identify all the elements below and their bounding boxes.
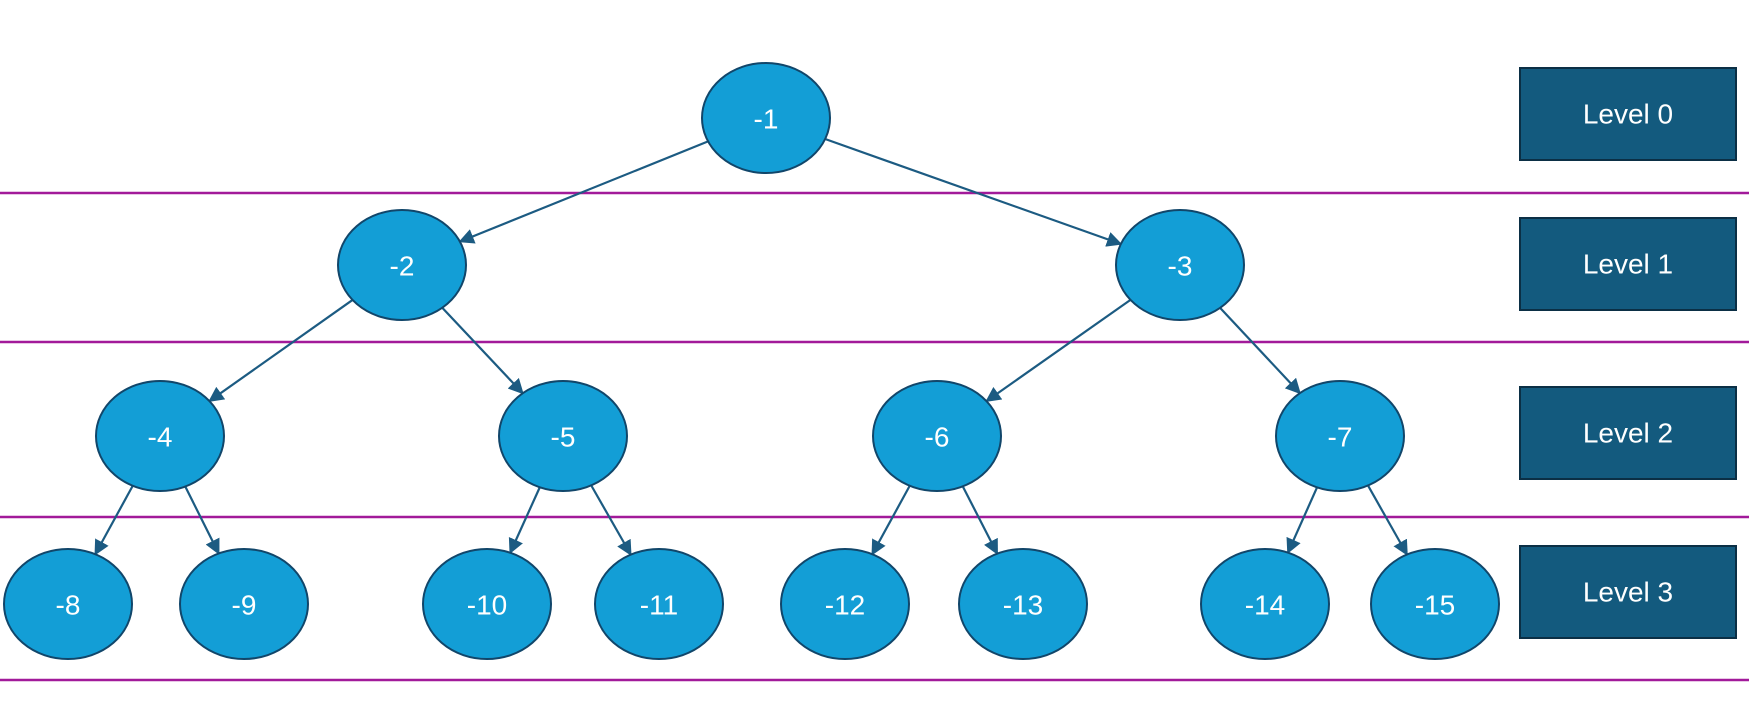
level-box-rect [1519,67,1737,161]
tree-node-n4: -4 [95,380,225,492]
node-label: -2 [390,251,415,282]
tree-node-n5: -5 [498,380,628,492]
tree-node-n1: -1 [701,62,831,174]
tree-node-n11: -11 [594,548,724,660]
tree-node-n6: -6 [872,380,1002,492]
node-label: -13 [1003,590,1043,621]
node-label: -4 [148,422,173,453]
tree-node-n7: -7 [1275,380,1405,492]
node-label: -10 [467,590,507,621]
node-ellipse [337,209,467,321]
node-ellipse [1275,380,1405,492]
edge-n1-to-n3 [824,137,1123,247]
tree-node-n2: -2 [337,209,467,321]
tree-node-n10: -10 [422,548,552,660]
level-box-1: Level 1 [1519,217,1737,311]
edge-n7-to-n15 [1367,484,1408,556]
tree-node-n3: -3 [1115,209,1245,321]
edge-n4-to-n8 [94,485,134,556]
node-label: -7 [1328,422,1353,453]
tree-node-n12: -12 [780,548,910,660]
tree-node-n9: -9 [179,548,309,660]
node-ellipse [594,548,724,660]
node-label: -14 [1245,590,1285,621]
node-label: -9 [232,590,257,621]
level-label: Level 0 [1583,99,1673,130]
tree-edges [94,137,1408,556]
node-label: -3 [1168,251,1193,282]
edge-n3-to-n6 [985,298,1132,403]
level-box-rect [1519,217,1737,311]
node-ellipse [872,380,1002,492]
node-label: -8 [56,590,81,621]
edge-n6-to-n13 [961,485,999,556]
node-label: -15 [1415,590,1455,621]
node-label: -12 [825,590,865,621]
level-label: Level 1 [1583,249,1673,280]
node-ellipse [498,380,628,492]
tree-node-n14: -14 [1200,548,1330,660]
level-box-0: Level 0 [1519,67,1737,161]
edge-n2-to-n4 [208,299,354,402]
edge-n3-to-n7 [1219,307,1301,395]
tree-node-n8: -8 [3,548,133,660]
node-label: -1 [754,104,779,135]
level-box-3: Level 3 [1519,545,1737,639]
edge-n5-to-n10 [508,486,541,555]
tree-node-n13: -13 [958,548,1088,660]
tree-nodes: -1 -2 -3 -4 -5 -6 -7 -8 -9 -10 -11 -12 -13 -14 -15 [3,62,1500,660]
node-label: -6 [925,422,950,453]
edge-n7-to-n14 [1286,486,1319,555]
node-label: -11 [640,590,678,621]
node-ellipse [422,548,552,660]
node-label: -5 [551,422,576,453]
node-ellipse [958,548,1088,660]
tree-node-n15: -15 [1370,548,1500,660]
edge-n4-to-n9 [184,486,220,555]
node-ellipse [780,548,910,660]
edge-n2-to-n5 [441,307,524,395]
level-label: Level 2 [1583,418,1673,449]
edge-n6-to-n12 [871,485,911,556]
node-ellipse [179,548,309,660]
level-label: Level 3 [1583,577,1673,608]
node-ellipse [3,548,133,660]
edge-n5-to-n11 [590,484,632,556]
level-box-rect [1519,386,1737,480]
level-box-rect [1519,545,1737,639]
level-legend: Level 0 Level 1 Level 2 Level 3 [1519,67,1737,639]
level-box-2: Level 2 [1519,386,1737,480]
edge-n1-to-n2 [458,140,709,244]
node-ellipse [701,62,831,174]
node-ellipse [95,380,225,492]
node-ellipse [1200,548,1330,660]
node-ellipse [1370,548,1500,660]
node-ellipse [1115,209,1245,321]
